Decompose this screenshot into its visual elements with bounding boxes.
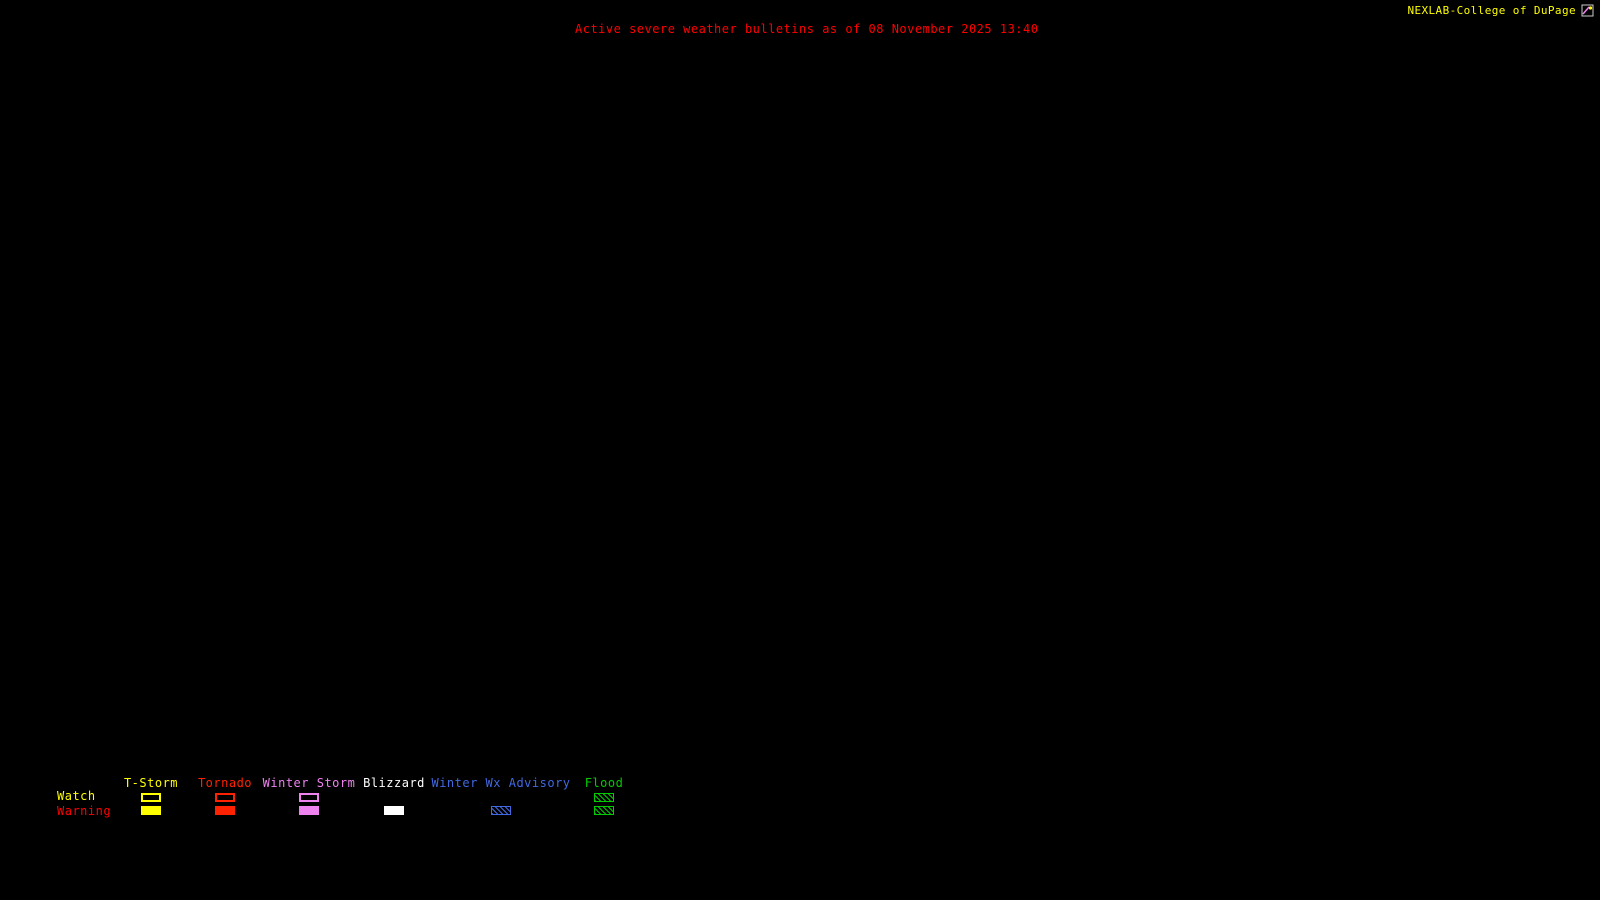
bulletin-title: Active severe weather bulletins as of 08… [575,22,1039,36]
nexlab-logo-icon [1581,4,1594,17]
brand-area: NEXLAB-College of DuPage [1407,4,1594,17]
brand-label: NEXLAB-College of DuPage [1407,4,1576,17]
